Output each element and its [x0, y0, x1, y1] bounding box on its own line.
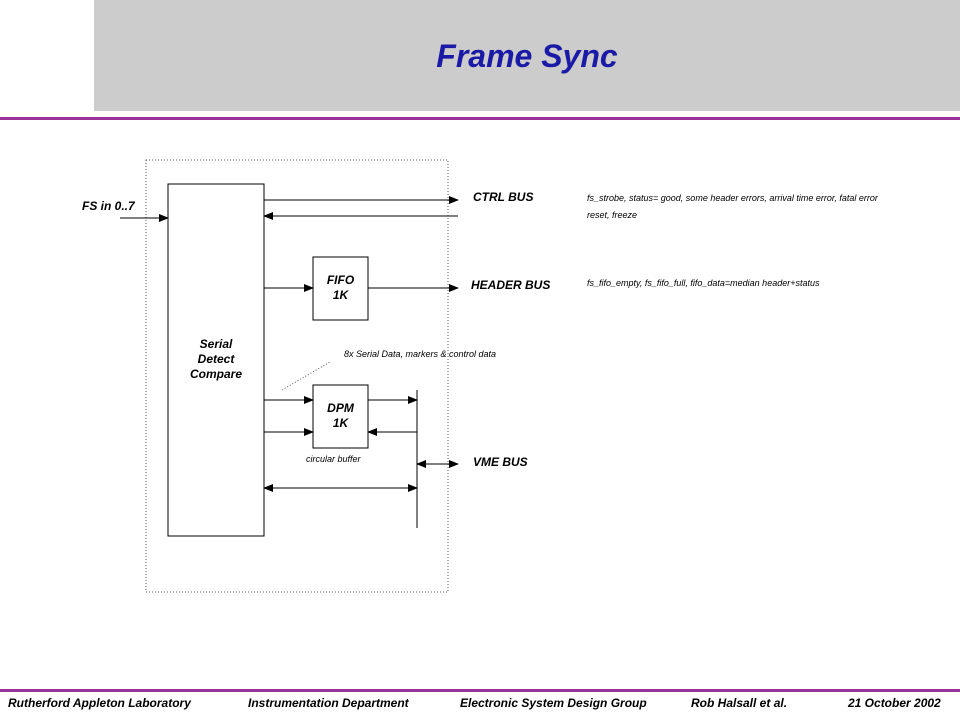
dpm-block [312, 384, 369, 449]
ctrl-bus-label: CTRL BUS [473, 190, 534, 204]
top-divider [0, 117, 960, 120]
dpm-block-line-1: DPM [327, 401, 354, 415]
footer-author: Rob Halsall et al. [691, 696, 788, 710]
footer-date: 21 October 2002 [848, 696, 941, 710]
dpm-block-label: DPM 1K [313, 401, 368, 431]
fifo-block-line-1: FIFO [326, 273, 355, 287]
footer-dept: Instrumentation Department [248, 696, 409, 710]
serial-detect-block [167, 183, 265, 537]
serial-block-line-3: Compare [189, 367, 242, 381]
fifo-block [312, 256, 369, 321]
ctrl-desc-line-1: fs_strobe, status= good, some header err… [587, 193, 878, 203]
serial-data-note: 8x Serial Data, markers & control data [344, 349, 497, 359]
serial-data-pointer [281, 361, 331, 391]
serial-block-line-1: Serial [199, 337, 233, 351]
serial-block-label: Serial Detect Compare [168, 337, 264, 382]
header-bus-description: fs_fifo_empty, fs_fifo_full, fifo_data=m… [587, 278, 820, 288]
ctrl-bus-description: fs_strobe, status= good, some header err… [587, 190, 947, 224]
header-bus-label: HEADER BUS [471, 278, 551, 292]
dpm-block-line-2: 1K [332, 416, 349, 430]
footer: Rutherford Appleton Laboratory Instrumen… [0, 696, 960, 716]
footer-lab: Rutherford Appleton Laboratory [8, 696, 191, 710]
module-boundary [145, 159, 449, 593]
bottom-divider [0, 689, 960, 692]
fifo-block-line-2: 1K [332, 288, 349, 302]
serial-block-line-2: Detect [197, 352, 235, 366]
title-band [94, 0, 960, 111]
fifo-block-label: FIFO 1K [313, 273, 368, 303]
vme-bus-label: VME BUS [473, 455, 528, 469]
slide-title: Frame Sync [436, 38, 618, 74]
ctrl-desc-line-2: reset, freeze [587, 210, 638, 220]
dpm-note: circular buffer [306, 454, 361, 464]
fs-input-label: FS in 0..7 [82, 199, 135, 213]
footer-group: Electronic System Design Group [460, 696, 647, 710]
